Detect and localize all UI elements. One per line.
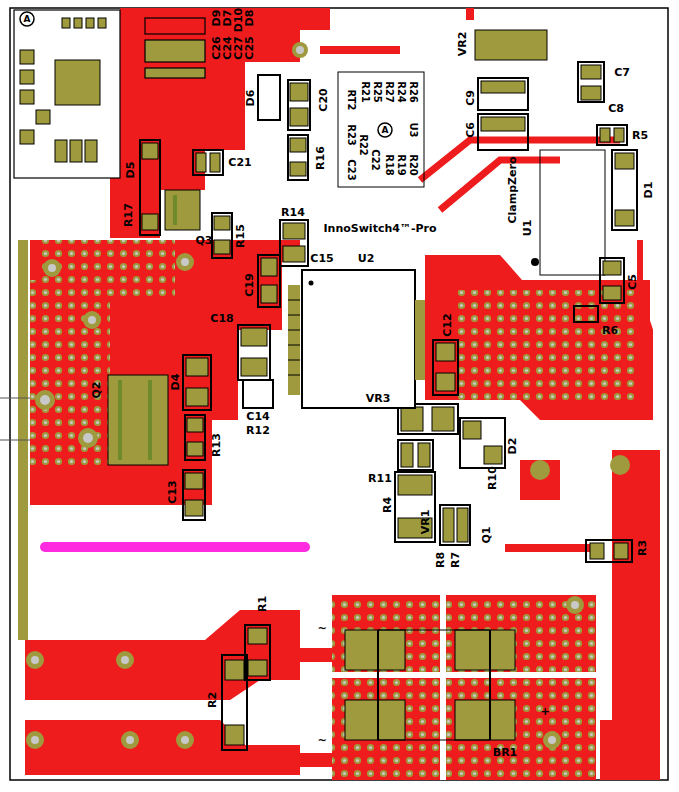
part-label: C14 [246, 411, 269, 422]
part-label: Q3 [195, 235, 212, 246]
part-label: A [382, 126, 389, 135]
part-label: + [540, 706, 549, 717]
part-label: A [24, 15, 31, 24]
part-label: R21 [360, 81, 370, 103]
part-label: R27 [384, 81, 394, 103]
part-label: Q2 [91, 381, 102, 398]
part-label: D9 [211, 10, 222, 27]
part-label: D4 [170, 374, 181, 391]
part-label: C20 [318, 88, 329, 111]
part-label: U3 [408, 122, 418, 137]
part-label: BR1 [493, 747, 518, 758]
part-label: D10 [233, 8, 244, 32]
part-label: D7 [222, 10, 233, 27]
part-label: ~ [317, 735, 326, 746]
part-label: C22 [370, 149, 380, 170]
part-label: InnoSwitch4™-Pro [323, 223, 436, 234]
part-label: C13 [167, 480, 178, 503]
part-label: VR1 [420, 510, 431, 535]
part-label: VR3 [366, 393, 391, 404]
part-label: C6 [465, 122, 476, 138]
part-label: ClampZero [507, 156, 518, 223]
part-label: D2 [507, 438, 518, 455]
part-label: R22 [358, 134, 368, 156]
part-label: R7 [450, 552, 461, 568]
part-label: R24 [396, 81, 406, 103]
part-label: D1 [643, 182, 654, 199]
part-label: Q1 [481, 526, 492, 543]
part-label: R10 [487, 466, 498, 490]
part-label: C23 [346, 159, 356, 180]
part-label: C7 [614, 67, 630, 78]
part-label: VR2 [457, 32, 468, 57]
part-label: C18 [210, 313, 233, 324]
part-label: R5 [632, 130, 648, 141]
part-label: C15 [310, 253, 333, 264]
part-label: C27 [233, 36, 244, 59]
part-label: C12 [442, 313, 453, 336]
part-label: R1 [257, 596, 268, 612]
part-label: R6 [602, 325, 618, 336]
part-label: R19 [396, 154, 406, 176]
part-label: R17 [123, 203, 134, 227]
part-label: D8 [244, 10, 255, 27]
part-label: R11 [368, 473, 392, 484]
part-label: R13 [211, 433, 222, 457]
part-label: C24 [222, 36, 233, 59]
part-label: R3 [637, 540, 648, 556]
part-label: R4 [382, 497, 393, 513]
part-label: R14 [281, 207, 305, 218]
part-label: C25 [244, 36, 255, 59]
part-label: U1 [522, 220, 533, 237]
part-label: D5 [125, 162, 136, 179]
part-label: U2 [358, 253, 375, 264]
part-label: R15 [235, 224, 246, 248]
part-label: R12 [246, 425, 270, 436]
part-label: C8 [608, 103, 624, 114]
part-label: C5 [627, 274, 638, 290]
part-label: R20 [408, 154, 418, 176]
part-label: R2 [207, 692, 218, 708]
part-label: R26 [408, 81, 418, 103]
part-label: R8 [435, 552, 446, 568]
part-label: C9 [465, 90, 476, 106]
part-label: C26 [211, 36, 222, 59]
part-label: R25 [372, 81, 382, 103]
part-label: RT2 [346, 89, 356, 110]
part-label: R18 [384, 154, 394, 176]
part-label: C21 [228, 157, 251, 168]
part-label: C19 [244, 273, 255, 296]
part-label: R23 [346, 124, 356, 146]
part-label: R16 [315, 146, 326, 170]
part-label: D6 [245, 90, 256, 107]
part-label: ~ [317, 623, 326, 634]
